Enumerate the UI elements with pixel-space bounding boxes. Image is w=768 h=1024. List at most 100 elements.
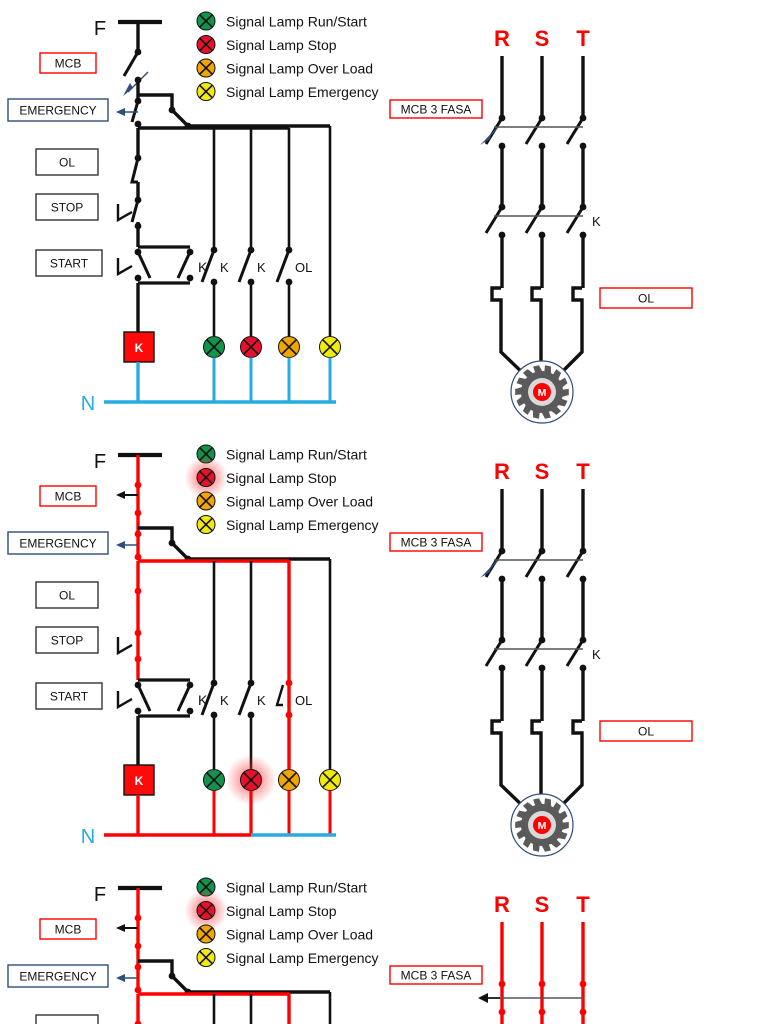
legend-lamp-3-x2 <box>198 950 214 965</box>
legend-label-0: Signal Lamp Run/Start <box>226 14 367 30</box>
k-contact-R <box>484 206 504 234</box>
legend-label-1: Signal Lamp Stop <box>226 37 337 53</box>
branch-contact-1 <box>200 249 216 283</box>
stop-actuator <box>116 637 133 656</box>
bus-node <box>134 120 142 128</box>
power-mcb-3-fasa-box <box>389 532 483 552</box>
mcb3-contact-T <box>565 550 585 578</box>
mcb3-contact-S <box>524 550 544 578</box>
mcb3-arrow-head <box>478 993 488 1003</box>
device-mcb-box <box>39 485 97 507</box>
motor-lead-R <box>499 312 530 380</box>
k-seal-contact <box>176 684 192 712</box>
motor-lead-R <box>499 745 530 813</box>
emergency-lamp-x2 <box>321 771 339 789</box>
start-contact <box>136 684 152 712</box>
mcb-contact-open <box>122 51 140 77</box>
legend-label-2: Signal Lamp Over Load <box>226 927 373 943</box>
device-ol-label: OL <box>59 589 75 603</box>
contactor-label-K: K <box>592 647 601 662</box>
legend-lamp-0-x2 <box>198 13 214 29</box>
start-out-node <box>134 274 142 282</box>
mcb-arrow-head <box>116 924 125 932</box>
phase-label-S: S <box>535 892 550 917</box>
device-emergency-label: EMERGENCY <box>19 970 96 984</box>
stop-lamp-x2 <box>242 771 260 789</box>
legend-label-2: Signal Lamp Over Load <box>226 494 373 510</box>
device-mcb-label: MCB <box>55 923 82 937</box>
power-mcb-3-fasa-label: MCB 3 FASA <box>401 969 472 983</box>
branch-contact-label-3: OL <box>295 693 312 708</box>
phase-label-T: T <box>576 26 590 51</box>
power-mcb-3-fasa-label: MCB 3 FASA <box>401 103 472 117</box>
device-mcb-box <box>39 918 97 940</box>
device-emergency-box <box>7 964 109 988</box>
device-ol-label: OL <box>59 1022 75 1024</box>
k-contact-T <box>565 206 585 234</box>
phase-label-R: R <box>494 26 510 51</box>
branch-contact-3 <box>275 249 291 283</box>
overload-lamp-x2 <box>280 771 298 789</box>
stop-lamp-x2 <box>242 338 260 356</box>
legend-lamp-3-x2 <box>198 84 214 99</box>
seal-contact-label-K: K <box>198 259 208 275</box>
emergency-tap-wire <box>138 959 174 976</box>
k-contact-S <box>524 639 544 667</box>
neutral-label-N: N <box>81 393 95 415</box>
power-mcb-3-fasa-box <box>389 965 483 985</box>
supply-label-F: F <box>94 18 106 40</box>
motor-core <box>533 816 551 834</box>
legend-lamp-1-x2 <box>198 903 214 918</box>
legend-lamp-1-x2 <box>198 37 214 52</box>
legend-lamp-2-x2 <box>198 926 214 942</box>
phase-label-T: T <box>576 892 590 917</box>
motor-core <box>533 383 551 401</box>
device-emergency-box <box>7 531 109 555</box>
emergency-no-wire <box>170 974 330 994</box>
power-mcb-3-fasa-box <box>389 99 483 119</box>
k-contact-T <box>565 639 585 667</box>
branch-contact-label-2: K <box>257 693 266 708</box>
emergency-no-wire <box>170 108 330 128</box>
bus-node <box>134 986 142 994</box>
start-actuator <box>116 691 133 710</box>
phase-label-S: S <box>535 26 550 51</box>
motor-lead-T <box>554 312 584 380</box>
emergency-tap-wire <box>138 526 174 543</box>
emergency-arrow-head <box>116 541 125 549</box>
phase-label-R: R <box>494 459 510 484</box>
seal-bottom-node <box>186 707 194 715</box>
ol-contact <box>130 157 140 184</box>
emergency-lamp-x2 <box>321 338 339 356</box>
legend-label-3: Signal Lamp Emergency <box>226 517 379 533</box>
contactor-label-K: K <box>592 214 601 229</box>
ol-element-R <box>490 286 503 312</box>
branch-contact-label-3: OL <box>295 260 312 275</box>
device-ol-box <box>35 581 99 609</box>
motor-label: M <box>538 820 547 832</box>
bus-node <box>134 553 142 561</box>
legend-lamp-1-x2 <box>198 470 214 485</box>
device-emergency-box <box>7 98 109 122</box>
device-stop-box <box>35 626 99 654</box>
contactor-coil-K <box>123 764 155 796</box>
legend-lamp-2-x2 <box>198 60 214 76</box>
k-contact-R <box>484 639 504 667</box>
neutral-label-N: N <box>81 826 95 848</box>
ol-element-R <box>490 719 503 745</box>
legend-label-3: Signal Lamp Emergency <box>226 84 379 100</box>
branch-contact-2 <box>237 249 253 283</box>
mcb-arrow-head <box>116 491 125 499</box>
device-start-label: START <box>50 690 89 704</box>
device-stop-label: STOP <box>51 201 83 215</box>
legend-label-1: Signal Lamp Stop <box>226 470 337 486</box>
phase-label-R: R <box>494 892 510 917</box>
